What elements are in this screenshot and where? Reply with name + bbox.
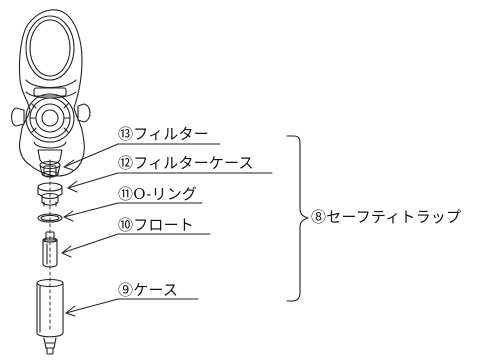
- label-safety-trap-group: ⑧セーフティトラップ: [311, 208, 462, 226]
- label-part-case: ⑨ケース: [118, 281, 179, 299]
- regulator-body: [10, 9, 91, 177]
- label-part-filter: ⑬フィルター: [118, 125, 209, 143]
- part-filter-case-shape: [37, 182, 63, 207]
- part-float-shape: [42, 231, 58, 268]
- label-part-o-ring: ⑪O-リング: [118, 185, 198, 203]
- part-filter-shape: [39, 160, 61, 178]
- group-brace: [286, 135, 309, 302]
- part-case-shape: [36, 278, 64, 355]
- part-o-ring-shape: [37, 213, 63, 223]
- leader-lines: [61, 143, 273, 317]
- label-part-float: ⑩フロート: [118, 216, 195, 234]
- label-part-filter-case: ⑫フィルターケース: [118, 154, 254, 172]
